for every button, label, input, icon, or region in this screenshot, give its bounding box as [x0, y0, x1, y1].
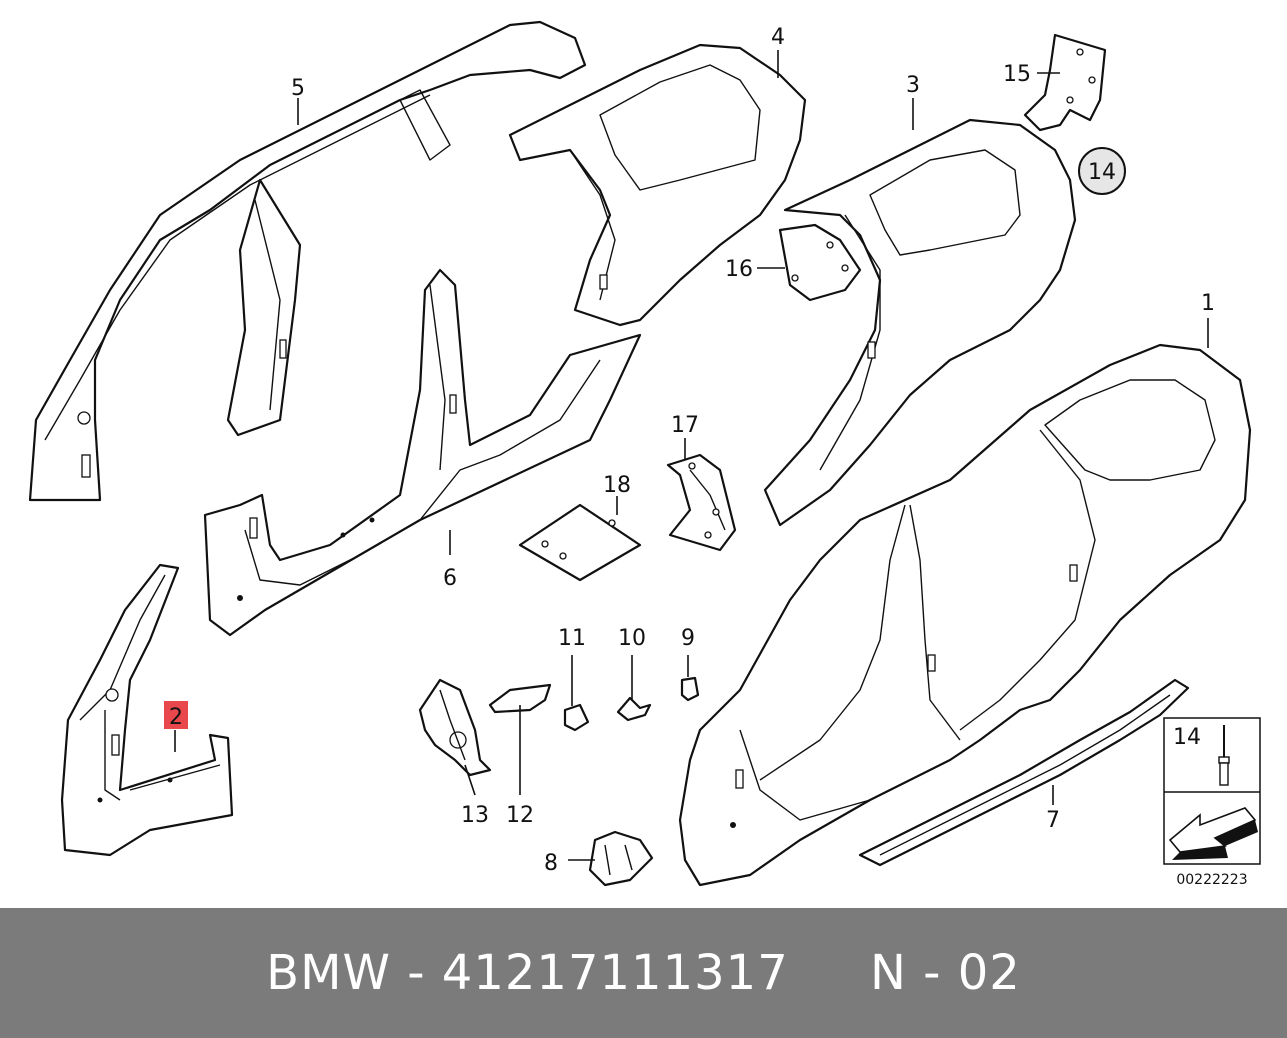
callout-9: 9 [681, 626, 695, 651]
callout-2-highlight [164, 701, 188, 729]
callout-3: 3 [906, 73, 920, 98]
part-15-bracket [1023, 33, 1107, 132]
callout-14-circle-label: 14 [1088, 160, 1116, 185]
callout-5: 5 [291, 76, 305, 101]
callout-8: 8 [544, 851, 558, 876]
callout-4: 4 [771, 25, 785, 50]
part-10-clip [616, 696, 652, 722]
caption-bar: BMW - 41217111317 N - 02 [0, 908, 1287, 1038]
leader-lines [174, 50, 1209, 861]
part-13-bracket [418, 678, 492, 777]
part-8-block [588, 830, 654, 887]
callout-11: 11 [558, 626, 586, 651]
arrow-icon [1168, 807, 1258, 860]
part-4-rear-side-panel-upper [508, 43, 807, 327]
callout-6: 6 [443, 566, 457, 591]
part-16-bracket [778, 223, 862, 302]
callout-18: 18 [603, 473, 631, 498]
rivet-icon [1218, 725, 1230, 786]
part-1-side-panel [678, 343, 1252, 887]
callout-13: 13 [461, 803, 489, 828]
part-18-plate [518, 503, 642, 582]
callout-1: 1 [1201, 291, 1215, 316]
callout-16: 16 [725, 257, 753, 282]
callout-7: 7 [1046, 808, 1060, 833]
parts-diagram: 1 2 3 4 5 6 7 8 9 10 11 12 13 15 16 17 1… [28, 20, 1261, 888]
callout-2: 2 [169, 705, 183, 730]
part-5-side-frame-inner [28, 20, 587, 502]
part-3-rear-side-panel [763, 118, 1077, 527]
callout-14-inset: 14 [1173, 725, 1201, 750]
callout-17: 17 [671, 413, 699, 438]
part-2-a-pillar-sill [60, 563, 234, 857]
callout-12: 12 [506, 803, 534, 828]
part-number-caption: BMW - 41217111317 N - 02 [266, 945, 1021, 1001]
part-9-plug [680, 676, 700, 702]
callout-14-circle: 14 [1078, 147, 1126, 195]
inset-box: 14 00222223 [1163, 717, 1261, 888]
part-17-bracket [666, 453, 737, 552]
part-6-side-sill [203, 268, 642, 637]
callout-10: 10 [618, 626, 646, 651]
callout-15: 15 [1003, 62, 1031, 87]
part-7-sill-strip [858, 678, 1190, 867]
part-11-clip [563, 703, 590, 732]
part-12-bracket [488, 683, 552, 714]
drawing-number: 00222223 [1176, 872, 1247, 888]
